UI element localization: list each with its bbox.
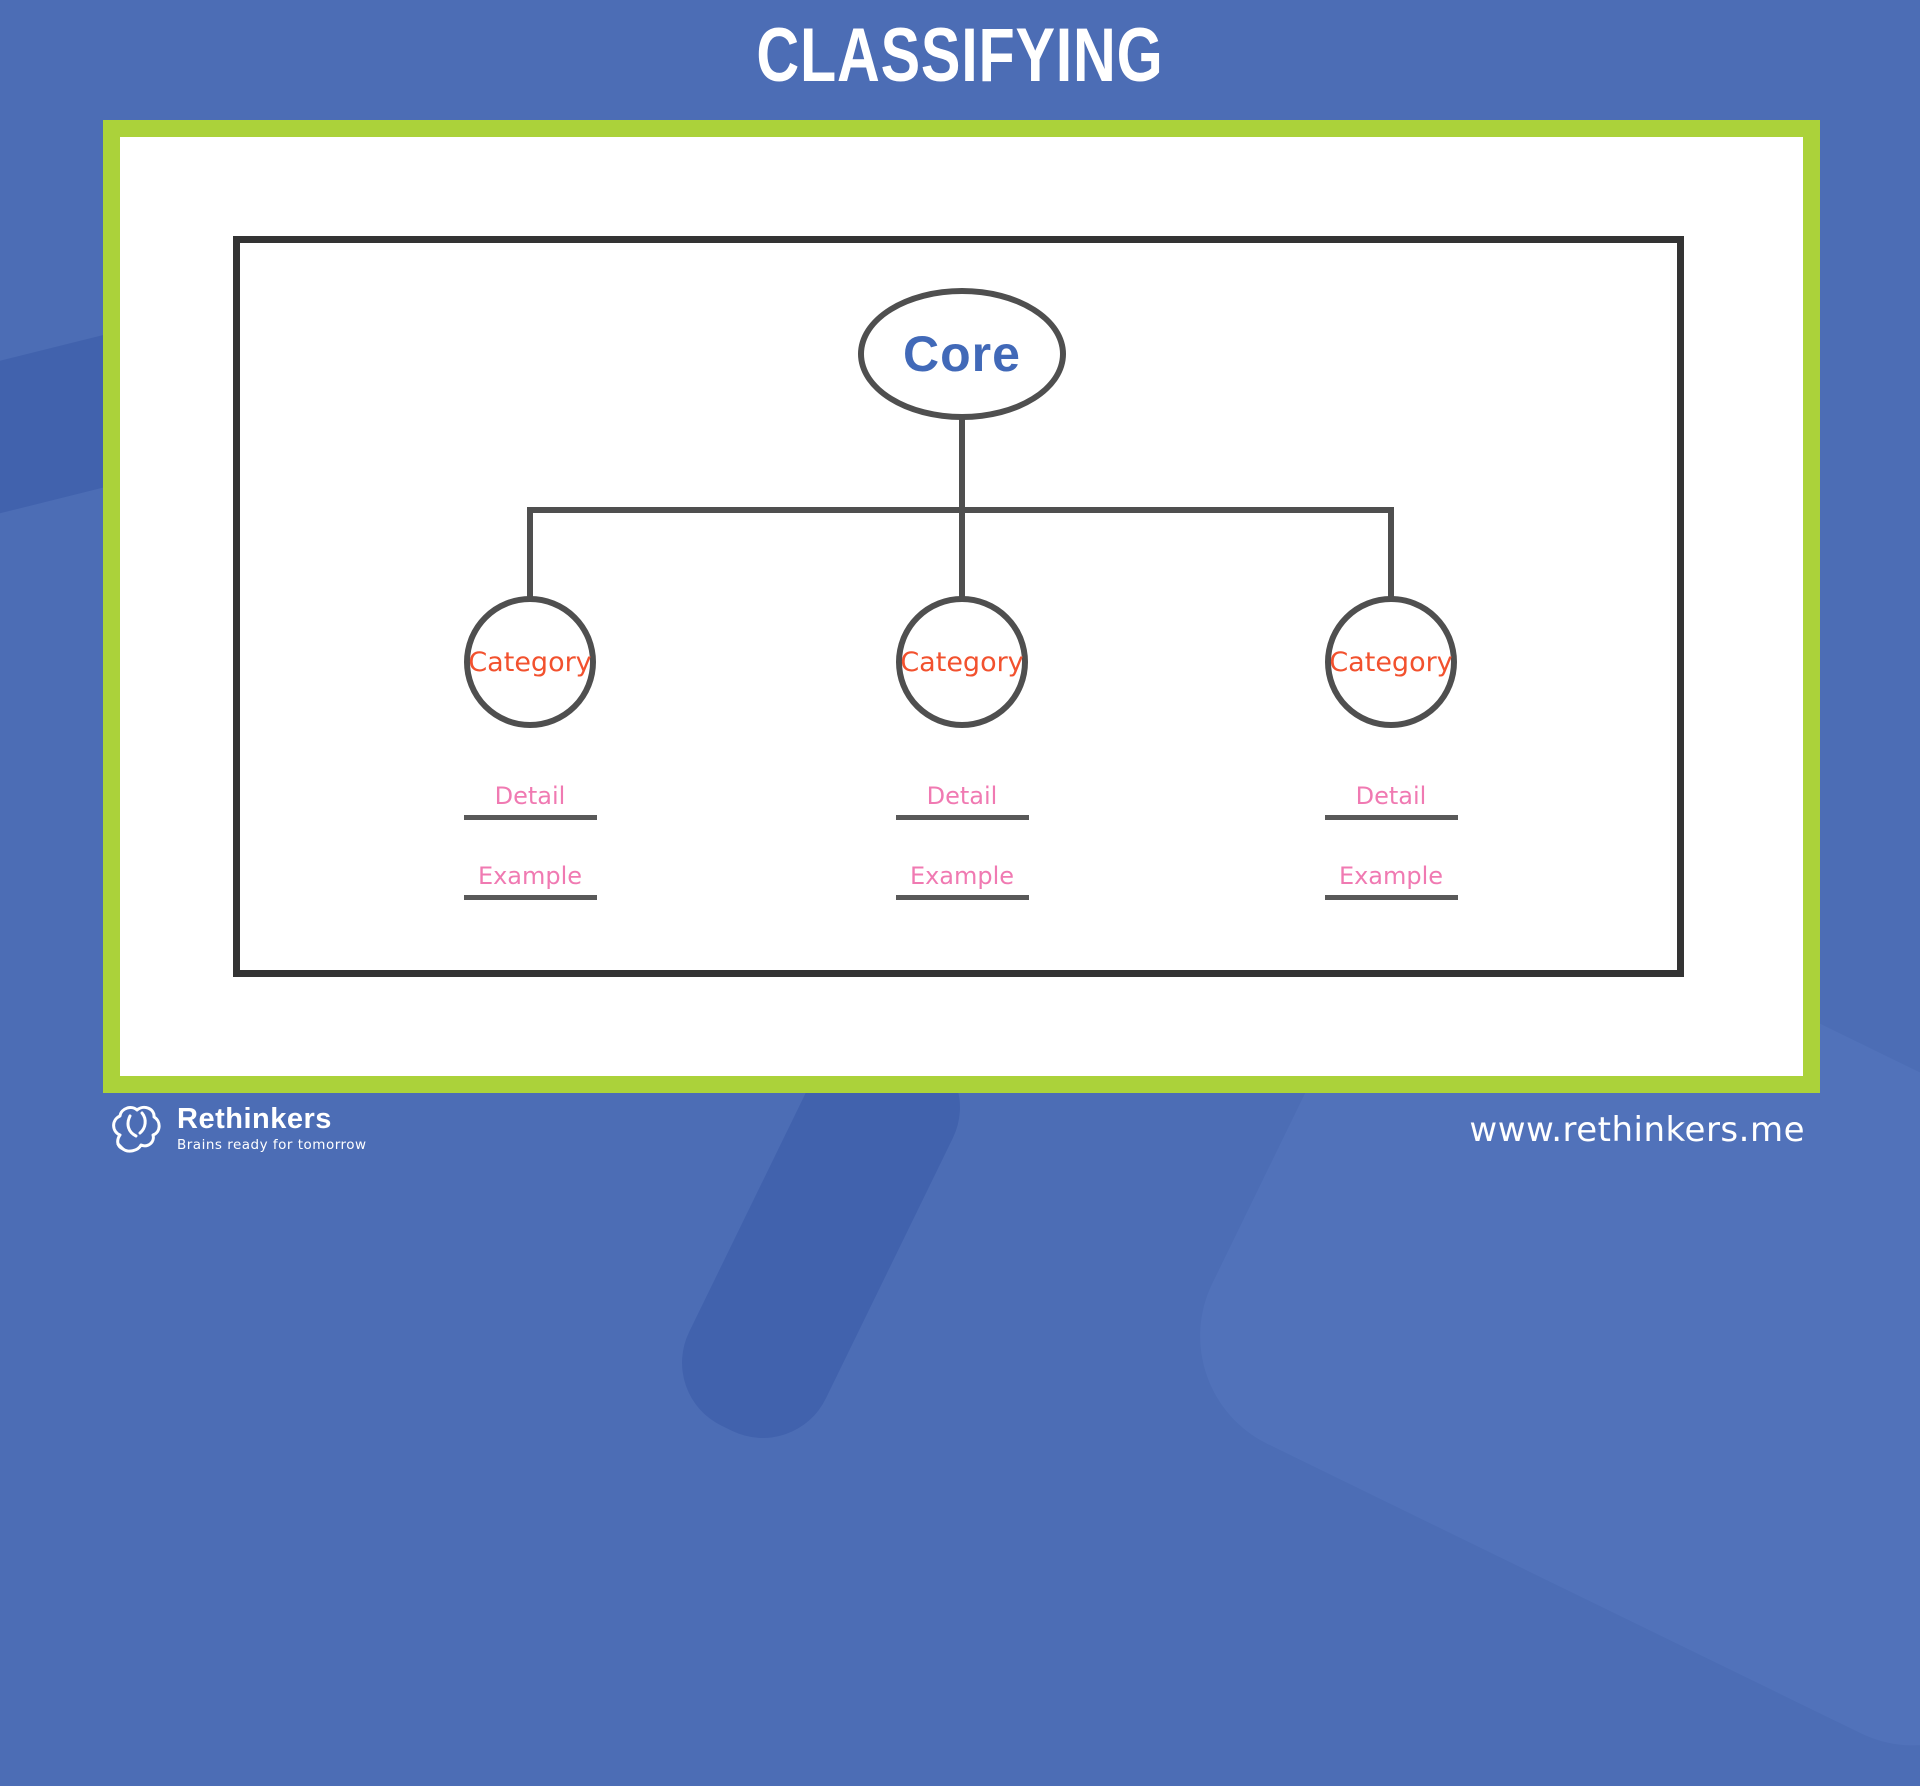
- connector-right-vertical: [1388, 511, 1394, 599]
- connector-middle-vertical: [959, 511, 965, 599]
- example-line-2: [895, 895, 1029, 900]
- core-label: Core: [903, 326, 1021, 382]
- core-node: Core: [858, 288, 1066, 420]
- detail-label-3: Detail: [1355, 782, 1427, 810]
- fields-column-3: Detail Example: [1271, 781, 1511, 900]
- connector-core-vertical: [959, 418, 965, 513]
- detail-line-2: [895, 815, 1029, 820]
- brand-name: Rethinkers: [177, 1102, 332, 1135]
- example-label-2: Example: [909, 862, 1015, 890]
- category-node-2: Category: [896, 596, 1028, 728]
- brand-text: Rethinkers Brains ready for tomorrow: [177, 1104, 367, 1153]
- detail-label-2: Detail: [926, 782, 998, 810]
- website-link[interactable]: www.rethinkers.me: [1469, 1110, 1805, 1150]
- fields-column-2: Detail Example: [842, 781, 1082, 900]
- header: CLASSIFYING: [0, 12, 1920, 99]
- category-label-1: Category: [468, 646, 592, 678]
- worksheet-card: Core Category Category Category Detail E…: [103, 120, 1820, 1093]
- example-line-1: [463, 895, 597, 900]
- brand-tagline: Brains ready for tomorrow: [177, 1136, 367, 1153]
- page-title: CLASSIFYING: [756, 13, 1164, 98]
- brand-block: Rethinkers Brains ready for tomorrow: [108, 1102, 367, 1154]
- brain-speech-bubble-icon: [108, 1102, 164, 1154]
- connector-horizontal: [527, 507, 1394, 513]
- example-label-1: Example: [477, 862, 583, 890]
- fields-column-1: Detail Example: [410, 781, 650, 900]
- example-line-3: [1324, 895, 1458, 900]
- detail-line-1: [463, 815, 597, 820]
- diagram-frame: Core Category Category Category Detail E…: [233, 236, 1684, 977]
- category-node-1: Category: [464, 596, 596, 728]
- category-label-2: Category: [900, 646, 1024, 678]
- detail-label-1: Detail: [494, 782, 566, 810]
- connector-left-vertical: [527, 511, 533, 599]
- example-label-3: Example: [1338, 862, 1444, 890]
- category-label-3: Category: [1329, 646, 1453, 678]
- detail-line-3: [1324, 815, 1458, 820]
- category-node-3: Category: [1325, 596, 1457, 728]
